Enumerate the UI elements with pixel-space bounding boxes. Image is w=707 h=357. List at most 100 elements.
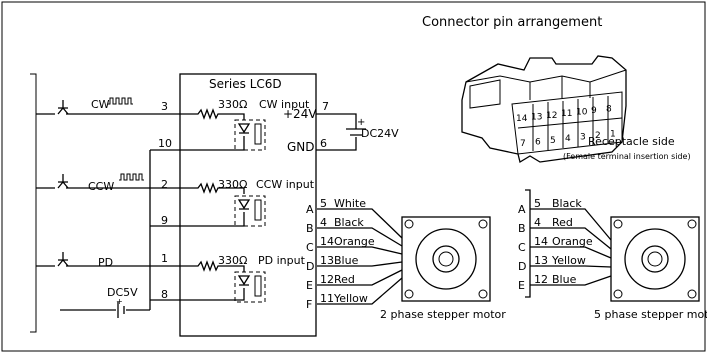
motor2-wire-line — [317, 269, 403, 286]
transistor-cw-icon — [36, 100, 150, 115]
dc24v-label: DC24V — [361, 127, 399, 140]
pd-optocoupler-icon — [180, 260, 266, 303]
connector-pin-label: 2 — [595, 131, 601, 141]
cw-optocoupler-icon — [180, 108, 266, 151]
motor5-caption: 5 phase stepper moto — [594, 308, 707, 321]
pd-signal-label: PD — [98, 256, 113, 269]
motor2-wire-color: Black — [334, 216, 364, 229]
connector-pin-label: 4 — [565, 134, 571, 144]
connector-pin-label: 10 — [576, 108, 588, 118]
receptacle-side-note: (Female terminal insertion side) — [563, 152, 691, 161]
motor5-wire-pin: 12 — [534, 273, 548, 286]
motor2-wire-letter: B — [306, 222, 314, 235]
motor5-wire-letter: D — [518, 260, 526, 273]
cw-signal-label: CW — [91, 98, 110, 111]
motor5-wire-pin: 14 — [534, 235, 548, 248]
plus24v-label: +24V — [283, 107, 317, 121]
motor5-wire-letter: A — [518, 203, 526, 216]
motor2-wire-color: Yellow — [333, 292, 368, 305]
pin-pd: 1 — [161, 252, 168, 265]
pin-cw-return: 10 — [158, 137, 172, 150]
motor5-wire-letter: C — [518, 241, 526, 254]
motor5-wire-color: Yellow — [551, 254, 586, 267]
motor2-wire-letter: C — [306, 241, 314, 254]
pin-cw: 3 — [161, 100, 168, 113]
connector-pin-label: 8 — [606, 104, 612, 114]
motor2-wire-color: Blue — [334, 254, 359, 267]
motor2-wire-color: Red — [334, 273, 355, 286]
motor5-wire-line — [530, 265, 612, 268]
controller-side: CW CCW PD DC5V + — [30, 73, 180, 333]
motor5-wire-color: Orange — [552, 235, 593, 248]
pin-gnd: 6 — [320, 137, 327, 150]
motor5-wire-pin: 5 — [534, 197, 541, 210]
motor2-wire-letter: F — [306, 298, 312, 311]
motor5-wire-line — [530, 246, 612, 259]
ccw-pulse-icon — [119, 173, 144, 181]
motor5-wire-line — [530, 208, 612, 241]
motor2-wire-color: White — [334, 197, 366, 210]
connector-receptacle-icon — [461, 55, 627, 164]
connector-pin-label: 14 — [516, 114, 528, 124]
motor5-wire-color: Red — [552, 216, 573, 229]
connector-pin-label: 7 — [520, 139, 526, 149]
motor2-wire-line — [317, 277, 403, 305]
motor5-wire-color: Black — [552, 197, 582, 210]
dc5v-label: DC5V — [107, 286, 138, 299]
motor2-wire-pin: 14 — [320, 235, 334, 248]
motor5-wire-line — [530, 227, 612, 250]
motor5-wire-line — [530, 275, 612, 286]
transistor-pd-icon — [36, 252, 150, 267]
pin-ccw: 2 — [161, 178, 168, 191]
dc5v-plus: + — [116, 297, 123, 306]
cw-input-label: CW input — [259, 98, 310, 111]
connector-pin-label: 5 — [550, 136, 556, 146]
motor5-wire-letter: B — [518, 222, 526, 235]
dc5v-battery-icon — [60, 300, 151, 318]
motor2-wire-color: Orange — [334, 235, 375, 248]
motor2-wire-letter: E — [306, 279, 313, 292]
pd-resistor: 330Ω — [218, 254, 247, 267]
cw-resistor: 330Ω — [218, 98, 247, 111]
ccw-signal-label: CCW — [88, 180, 114, 193]
motor5-wire-pin: 4 — [534, 216, 541, 229]
pin-pd-return: 8 — [161, 288, 168, 301]
connector-pin-label: 3 — [580, 133, 586, 143]
transistor-ccw-icon — [36, 174, 150, 189]
motor2-icon — [401, 216, 491, 302]
cw-pulse-icon — [108, 97, 133, 105]
connector-pin-label: 12 — [546, 111, 557, 121]
connector-pin-label: 9 — [591, 106, 597, 116]
connector-title: Connector pin arrangement — [422, 15, 602, 30]
pin-ccw-return: 9 — [161, 214, 168, 227]
connector-pin-label: 13 — [531, 112, 542, 122]
dc24v-battery-icon — [316, 113, 366, 151]
motor2-wire-line — [317, 261, 403, 267]
ccw-optocoupler-icon — [180, 182, 266, 227]
motor2-wire-letter: A — [306, 203, 314, 216]
motor2-wire-line — [317, 246, 403, 255]
motor5-icon — [610, 216, 700, 302]
dc24v-plus: + — [357, 117, 365, 128]
motor2-wire-line — [317, 208, 403, 239]
motor2-wire-pin: 5 — [320, 197, 327, 210]
gnd-label: GND — [287, 140, 315, 154]
motor5-wire-letter: E — [518, 279, 525, 292]
motor5-wire-pin: 13 — [534, 254, 548, 267]
connector-pin-label: 6 — [535, 137, 541, 147]
driver-box: Series LC6D 330Ω CW input 330Ω CCW input — [179, 73, 317, 337]
connector-pin-label: 1 — [610, 129, 616, 139]
driver-title: Series LC6D — [209, 77, 282, 91]
pd-input-label: PD input — [258, 254, 306, 267]
motor2-wire-letter: D — [306, 260, 314, 273]
ccw-input-label: CCW input — [256, 178, 315, 191]
connector-pin-label: 11 — [561, 109, 572, 119]
receptacle-side-label: Receptacle side — [588, 135, 675, 148]
motor2-wire-pin: 4 — [320, 216, 327, 229]
motor2-wire-pin: 12 — [320, 273, 334, 286]
